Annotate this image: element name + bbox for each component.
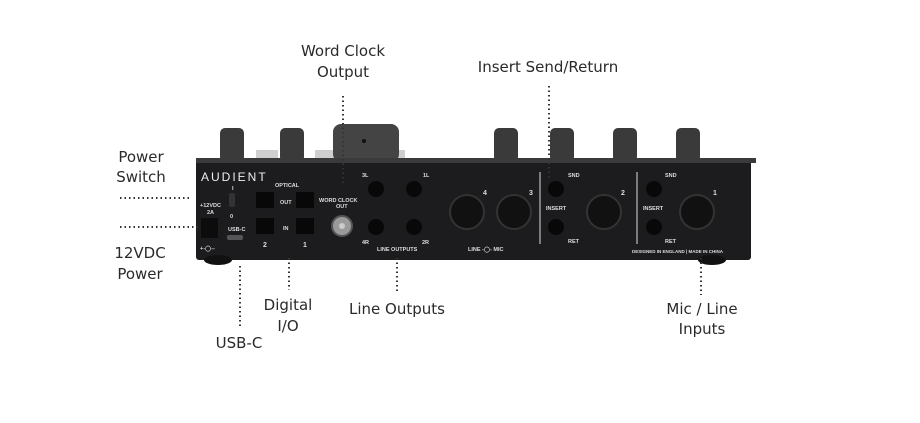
brand-logo: AUDIENT	[201, 170, 268, 184]
label-mic-line-2: Inputs	[679, 320, 726, 338]
svg-text:INSERT: INSERT	[546, 206, 567, 212]
svg-text:1: 1	[713, 190, 717, 197]
label-word-clock-2: Output	[317, 63, 369, 81]
optical-port[interactable]	[256, 192, 274, 208]
svg-text:0: 0	[230, 214, 233, 220]
svg-text:LINE -◯- MIC: LINE -◯- MIC	[468, 246, 504, 253]
line-output-jacks	[368, 181, 422, 235]
svg-text:+-◯--: +-◯--	[200, 245, 215, 252]
svg-text:4R: 4R	[362, 240, 369, 246]
svg-text:1L: 1L	[423, 173, 430, 179]
svg-text:RET: RET	[568, 239, 580, 245]
svg-text:LINE OUTPUTS: LINE OUTPUTS	[377, 247, 418, 253]
label-12vdc-2: Power	[117, 265, 163, 283]
dc-power-jack[interactable]	[201, 218, 218, 238]
label-digital-io: Digital	[264, 296, 313, 314]
label-12vdc: 12VDC	[114, 244, 165, 262]
label-word-clock: Word Clock	[301, 42, 385, 60]
svg-text:3: 3	[529, 190, 533, 197]
svg-text:2R: 2R	[422, 240, 429, 246]
svg-text:3L: 3L	[362, 173, 369, 179]
svg-text:WORD CLOCK: WORD CLOCK	[319, 198, 358, 204]
svg-text:2: 2	[621, 190, 625, 197]
label-usb-c: USB-C	[216, 334, 263, 352]
svg-text:USB-C: USB-C	[228, 227, 245, 233]
power-switch[interactable]	[229, 193, 235, 207]
label-power-switch-2: Switch	[116, 168, 166, 186]
optical-port[interactable]	[296, 192, 314, 208]
svg-text:+12VDC: +12VDC	[200, 203, 221, 209]
svg-text:OUT: OUT	[336, 204, 348, 210]
label-insert: Insert Send/Return	[478, 58, 618, 76]
usb-c-port[interactable]	[227, 235, 243, 240]
svg-text:I: I	[232, 186, 234, 192]
combo-inputs	[449, 194, 715, 230]
optical-port[interactable]	[296, 218, 314, 234]
label-digital-io-2: I/O	[277, 317, 298, 335]
svg-text:IN: IN	[283, 226, 289, 232]
label-power-switch: Power	[118, 148, 164, 166]
svg-text:2: 2	[263, 242, 267, 249]
label-mic-line: Mic / Line	[666, 300, 737, 318]
svg-text:4: 4	[483, 190, 487, 197]
label-line-outputs: Line Outputs	[349, 300, 445, 318]
svg-text:INSERT: INSERT	[643, 206, 664, 212]
svg-text:1: 1	[303, 242, 307, 249]
optical-port[interactable]	[256, 218, 274, 234]
svg-text:2A: 2A	[207, 210, 214, 216]
svg-text:OPTICAL: OPTICAL	[275, 183, 300, 189]
knobs	[220, 124, 700, 162]
svg-text:DESIGNED IN ENGLAND | MADE I: DESIGNED IN ENGLAND | MADE IN CHINA	[632, 249, 724, 254]
svg-text:RET: RET	[665, 239, 677, 245]
svg-text:SND: SND	[568, 173, 580, 179]
svg-text:OUT: OUT	[280, 200, 292, 206]
svg-text:SND: SND	[665, 173, 677, 179]
